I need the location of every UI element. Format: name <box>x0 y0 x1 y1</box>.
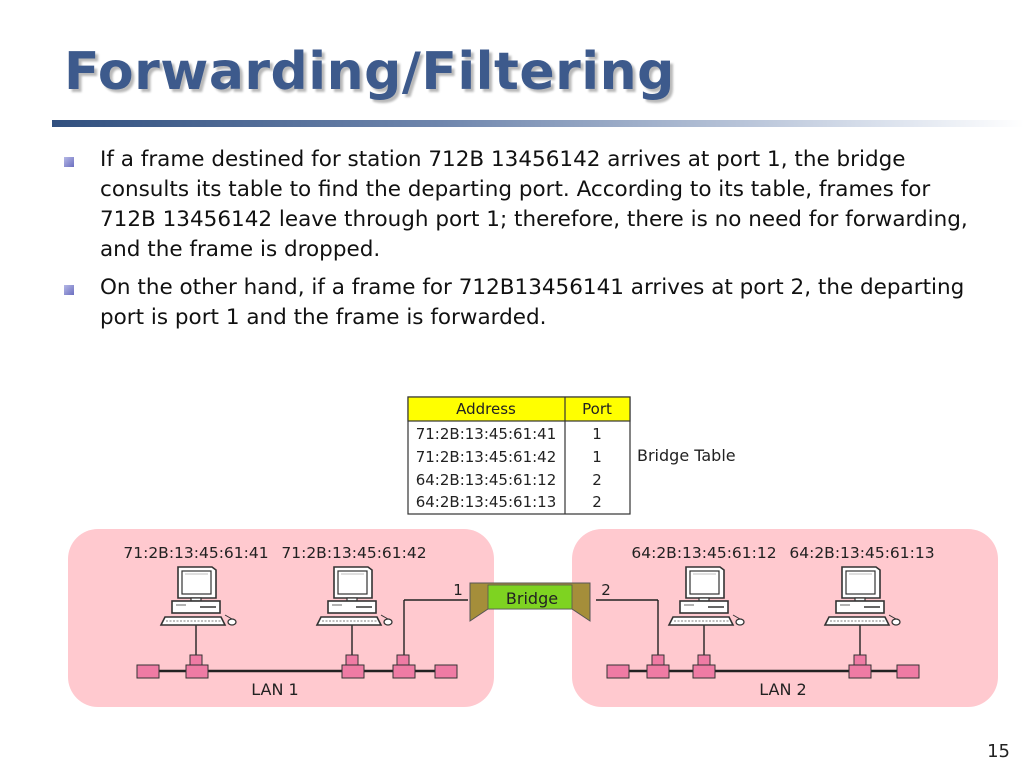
bullet-text: If a frame destined for station 712B 134… <box>100 147 968 262</box>
table-cell-port: 1 <box>592 448 602 466</box>
table-header-port: Port <box>582 400 612 418</box>
lan2-terminator <box>606 664 630 679</box>
lan1-tap <box>341 664 365 679</box>
bridge-port-1-label: 1 <box>453 581 463 599</box>
bridge-table: Address Port 71:2B:13:45:61:41 1 71:2B:1… <box>407 396 631 515</box>
lan1-area <box>68 529 494 707</box>
slide-title: Forwarding/Filtering <box>64 42 675 102</box>
lan1-label: LAN 1 <box>251 680 298 699</box>
lan2: 64:2B:13:45:61:12 64:2B:13:45:61:13 LAN … <box>596 544 935 699</box>
lan1-tap <box>185 664 209 679</box>
page-number: 15 <box>987 741 1010 762</box>
bridge-device: Bridge 1 2 <box>453 581 611 622</box>
bullet-item: On the other hand, if a frame for 712B13… <box>62 273 982 333</box>
bullet-list: If a frame destined for station 712B 134… <box>62 145 982 341</box>
bullet-item: If a frame destined for station 712B 134… <box>62 145 982 265</box>
lan2-tap <box>848 664 872 679</box>
bridge-port-2-label: 2 <box>601 581 611 599</box>
bullet-text: On the other hand, if a frame for 712B13… <box>100 275 965 330</box>
lan1: 71:2B:13:45:61:41 71:2B:13:45:61:42 LAN … <box>123 544 468 699</box>
table-cell-address: 71:2B:13:45:61:42 <box>416 448 557 466</box>
lan2-terminator <box>896 664 920 679</box>
bullet-square-icon <box>64 157 74 167</box>
lan1-station-a-address: 71:2B:13:45:61:41 <box>123 544 268 562</box>
table-cell-port: 2 <box>592 493 602 511</box>
lan1-station-b-address: 71:2B:13:45:61:42 <box>281 544 426 562</box>
lan2-tap <box>646 664 670 679</box>
lan2-label: LAN 2 <box>759 680 806 699</box>
lan2-tap <box>692 664 716 679</box>
table-cell-address: 71:2B:13:45:61:41 <box>416 425 557 443</box>
table-cell-port: 2 <box>592 471 602 489</box>
lan2-station-b-address: 64:2B:13:45:61:13 <box>789 544 934 562</box>
lan1-tap <box>392 664 416 679</box>
lan1-terminator <box>434 664 458 679</box>
bridge-table-caption: Bridge Table <box>637 446 736 465</box>
table-cell-port: 1 <box>592 425 602 443</box>
title-underline <box>52 120 1024 127</box>
table-header-row <box>407 396 631 422</box>
table-cell-address: 64:2B:13:45:61:12 <box>416 471 557 489</box>
bullet-square-icon <box>64 285 74 295</box>
bridge-label: Bridge <box>506 589 558 608</box>
table-header-address: Address <box>456 400 516 418</box>
table-cell-address: 64:2B:13:45:61:13 <box>416 493 557 511</box>
lan1-terminator <box>136 664 160 679</box>
lan2-area <box>572 529 998 707</box>
lan2-station-a-address: 64:2B:13:45:61:12 <box>631 544 776 562</box>
